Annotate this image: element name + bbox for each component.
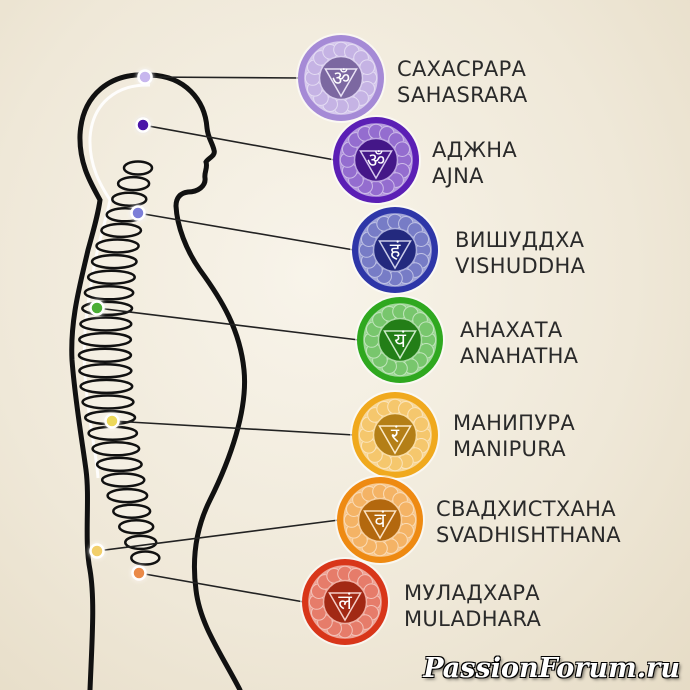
- chakra-symbol: लं: [338, 590, 352, 614]
- vertebra: [91, 441, 141, 457]
- vertebra: [81, 394, 135, 410]
- connector-line: [138, 572, 305, 603]
- vertebra: [79, 316, 133, 332]
- vertebra: [79, 378, 134, 395]
- chakra-symbol: यं: [394, 328, 406, 352]
- chakra-symbol: ॐ: [367, 148, 385, 172]
- vertebra: [77, 347, 133, 363]
- chakra-point: [104, 413, 120, 429]
- connector-line: [144, 76, 301, 79]
- chakra-name-en: SAHASRARA: [397, 83, 528, 107]
- vertebra: [100, 472, 146, 488]
- chakra-emblem: ॐ: [331, 115, 421, 205]
- chakra-symbol: वं: [374, 508, 386, 532]
- chakra-point: [135, 117, 151, 133]
- chakra-symbol: ॐ: [332, 66, 350, 90]
- chakra-name-en: MULADHARA: [404, 607, 542, 631]
- connector-line: [137, 212, 355, 251]
- chakra-emblem: लं: [300, 557, 390, 647]
- connector-lines: [96, 76, 360, 603]
- chakra-point: [131, 565, 147, 581]
- connector-line: [142, 124, 336, 161]
- chakra-name-ru: САХАСРАРА: [397, 57, 527, 81]
- chakra-emblem: हं: [350, 205, 440, 295]
- chakra-name-ru: АНАХАТА: [460, 318, 563, 342]
- connector-line: [111, 420, 355, 436]
- face-profile-outline: [147, 72, 248, 690]
- chakra-name-ru: АДЖНА: [432, 138, 518, 162]
- vertebra: [112, 503, 152, 519]
- vertebra: [95, 456, 143, 473]
- vertebra: [106, 487, 149, 504]
- vertebra: [130, 550, 161, 566]
- chakra-emblems: ॐ ॐ हं यं रं वं लं: [296, 33, 445, 647]
- chakra-name-en: SVADHISHTHANA: [436, 523, 621, 547]
- vertebra: [78, 363, 133, 379]
- spine: [77, 160, 161, 566]
- chakra-point: [137, 69, 153, 85]
- chakra-name-ru: СВАДХИСТХАНА: [436, 497, 616, 521]
- chakra-symbol: हं: [390, 238, 401, 262]
- chakra-emblem: यं: [355, 295, 445, 385]
- chakra-name-en: VISHUDDHA: [455, 254, 586, 278]
- chakra-point: [89, 300, 105, 316]
- chakra-emblem: वं: [335, 475, 425, 565]
- chakra-emblem: रं: [350, 390, 440, 480]
- vertebra: [90, 253, 138, 270]
- vertebra: [116, 175, 151, 192]
- vertebra: [95, 238, 140, 254]
- connector-line: [96, 519, 340, 552]
- connector-line: [96, 307, 360, 341]
- body-silhouette-outline: [69, 72, 153, 690]
- vertebra: [100, 222, 143, 239]
- watermark-text: PassionForum.ru: [423, 653, 680, 684]
- vertebra: [117, 519, 155, 535]
- chakra-name-ru: МАНИПУРА: [453, 411, 576, 435]
- chakra-points: [89, 69, 153, 581]
- chakra-name-ru: ВИШУДДХА: [455, 228, 585, 252]
- chakra-emblem: ॐ: [296, 33, 386, 123]
- vertebra: [122, 160, 154, 176]
- vertebra: [86, 269, 136, 285]
- chakra-symbol: रं: [391, 423, 400, 447]
- chakra-point: [89, 543, 105, 559]
- chakra-name-en: MANIPURA: [453, 437, 566, 461]
- chakra-name-en: ANAHATHA: [460, 344, 579, 368]
- chakra-point: [130, 205, 146, 221]
- vertebra: [78, 331, 133, 348]
- chakra-name-ru: МУЛАДХАРА: [404, 581, 540, 605]
- vertebra: [83, 285, 135, 301]
- vertebra: [111, 191, 148, 207]
- chakra-name-en: AJNA: [432, 164, 484, 188]
